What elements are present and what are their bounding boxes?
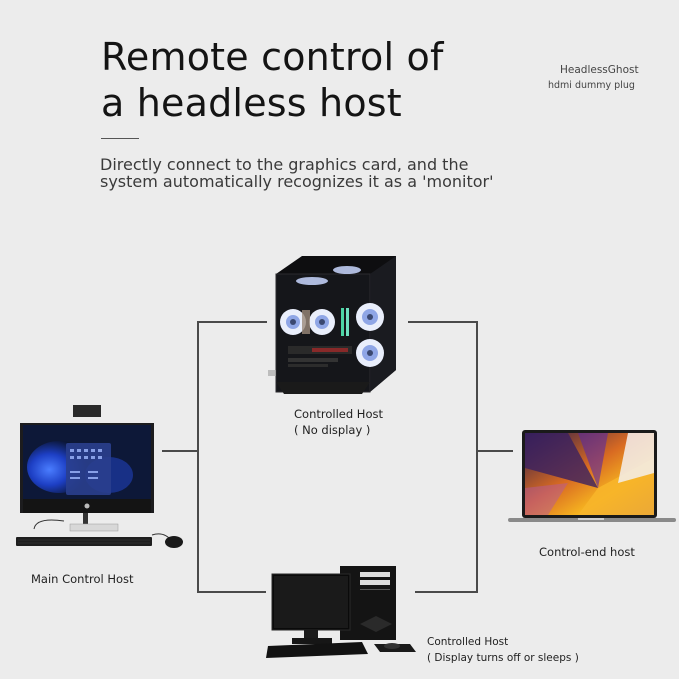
page-title: Remote control of a headless host — [101, 34, 444, 126]
connector-left-bottom — [197, 591, 266, 593]
controlled-host-top-label: Controlled Host ( No display ) — [294, 406, 383, 438]
connector-right-vertical — [476, 321, 478, 593]
main-control-host — [14, 405, 190, 550]
control-end-host-label: Control-end host — [539, 545, 635, 559]
brand-product: hdmi dummy plug — [548, 80, 635, 91]
controlled-host-bottom-title: Controlled Host — [427, 636, 509, 648]
connector-right-stub — [476, 450, 513, 452]
control-end-host — [508, 428, 678, 528]
title-line-2: a headless host — [101, 81, 402, 125]
controlled-host-bottom — [264, 562, 424, 662]
subtitle-line-1: Directly connect to the graphics card, a… — [100, 155, 469, 174]
controlled-host-top-title: Controlled Host — [294, 407, 383, 421]
title-divider — [101, 138, 139, 139]
controlled-host-bottom-sublabel: ( Display turns off or sleeps ) — [427, 652, 579, 664]
connector-left-stub — [162, 450, 199, 452]
laptop-icon — [508, 430, 676, 522]
connector-left-top — [197, 321, 267, 323]
connector-left-vertical — [197, 321, 199, 593]
main-control-host-label: Main Control Host — [31, 572, 134, 586]
controlled-host-bottom-label: Controlled Host ( Display turns off or s… — [427, 634, 579, 666]
connector-right-top — [408, 321, 478, 323]
desktop-pc-monitor-icon — [266, 566, 416, 658]
controlled-host-top — [262, 252, 410, 400]
title-line-1: Remote control of — [101, 35, 444, 79]
subtitle-line-2: system automatically recognizes it as a … — [100, 172, 494, 191]
subtitle: Directly connect to the graphics card, a… — [100, 156, 493, 190]
controlled-host-top-sublabel: ( No display ) — [294, 423, 371, 437]
brand-name: HeadlessGhost — [560, 64, 639, 76]
all-in-one-desktop-icon — [16, 405, 183, 548]
pc-tower-glass-icon — [268, 256, 396, 394]
connector-right-bottom — [415, 591, 478, 593]
